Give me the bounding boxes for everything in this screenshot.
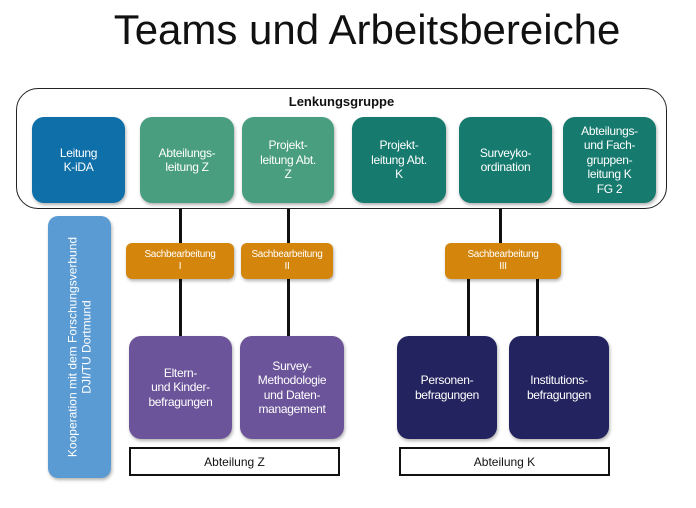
member-projektleitung-z: Projekt- leitung Abt. Z — [242, 117, 334, 203]
cooperation-box: Kooperation mit dem Forschungsverbund DJ… — [48, 216, 111, 478]
steering-group-label: Lenkungsgruppe — [288, 94, 395, 109]
team-eltern-kinder: Eltern- und Kinder- befragungen — [129, 336, 232, 439]
connector-line — [499, 209, 502, 245]
member-surveykoordination: Surveyko- ordination — [459, 117, 552, 203]
connector-line — [536, 278, 539, 337]
department-z: Abteilung Z — [129, 447, 340, 476]
team-personenbefragungen: Personen- befragungen — [397, 336, 497, 439]
steering-group-frame — [16, 88, 667, 209]
clerk-box-3: Sachbearbeitung III — [445, 243, 561, 279]
team-institutionsbefragungen: Institutions- befragungen — [509, 336, 609, 439]
member-fachgruppenleitung-k: Abteilungs- und Fach- gruppen- leitung K… — [563, 117, 656, 203]
clerk-box-1: Sachbearbeitung I — [126, 243, 234, 279]
page-title: Teams und Arbeitsbereiche — [113, 6, 621, 53]
member-abteilungsleitung-z: Abteilungs- leitung Z — [140, 117, 234, 203]
department-k: Abteilung K — [399, 447, 610, 476]
clerk-box-2: Sachbearbeitung II — [241, 243, 333, 279]
connector-line — [467, 278, 470, 337]
member-projektleitung-k: Projekt- leitung Abt. K — [352, 117, 446, 203]
member-leitung-kida: Leitung K-iDA — [32, 117, 125, 203]
cooperation-label: Kooperation mit dem Forschungsverbund DJ… — [65, 236, 94, 458]
team-survey-methodologie: Survey- Methodologie und Daten- manageme… — [240, 336, 344, 439]
